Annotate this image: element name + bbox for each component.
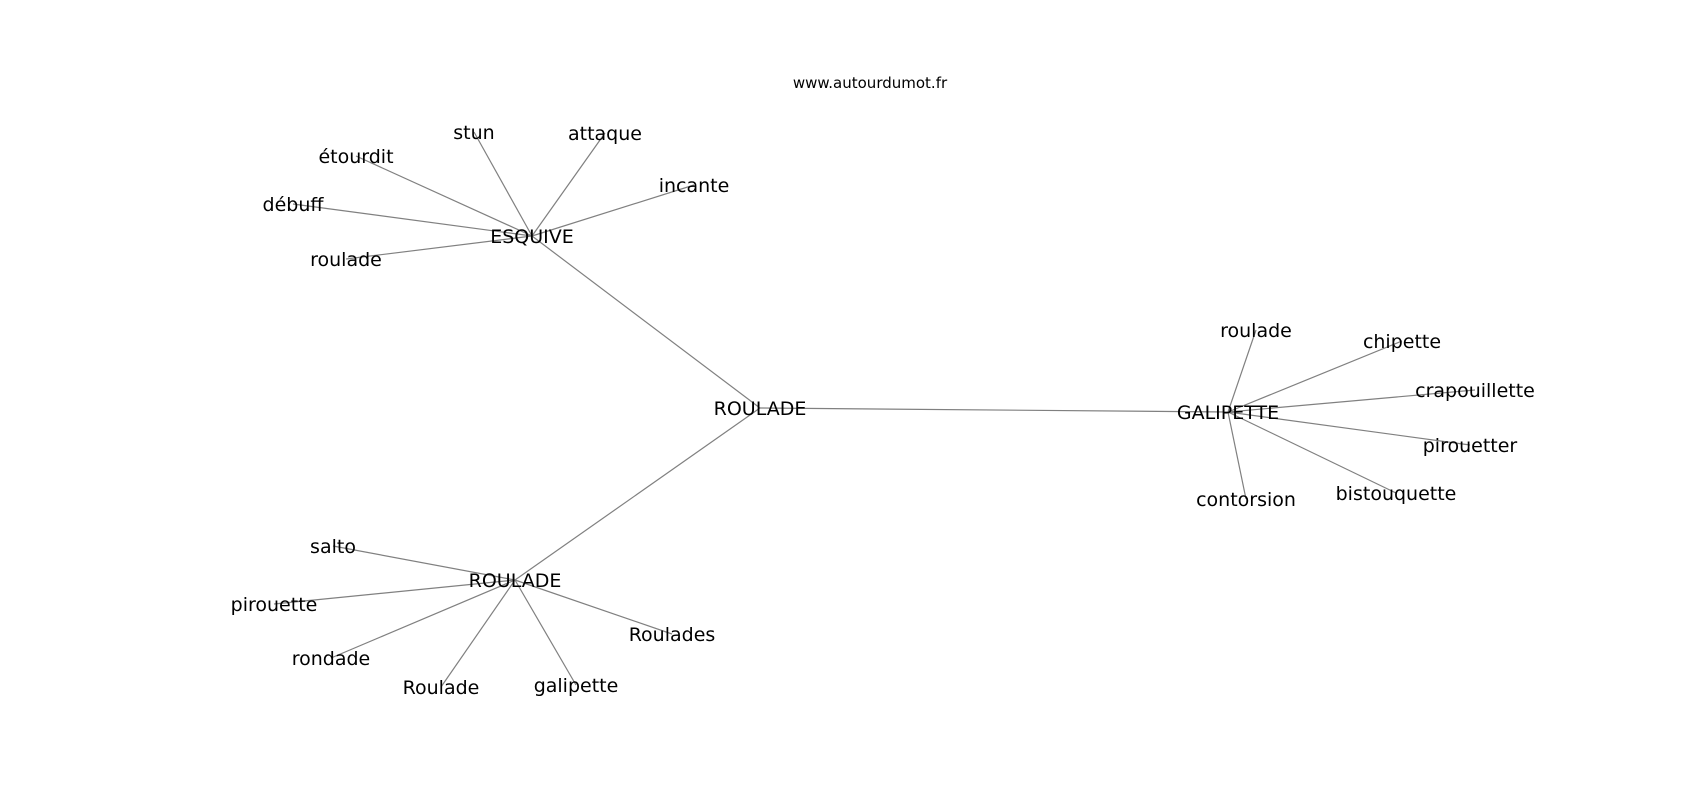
edge-roulade2-leaf — [332, 545, 516, 581]
leaf-node-label: roulade — [310, 249, 382, 271]
leaf-node-label: débuff — [263, 194, 325, 216]
leaf-node-label: incante — [659, 175, 730, 197]
edge-galipette-leaf — [1227, 340, 1403, 413]
edge-galipette-leaf — [1227, 389, 1476, 413]
graph-edges — [273, 131, 1476, 688]
edge-esquive-leaf — [355, 155, 533, 237]
edge-esquive-leaf — [345, 235, 533, 260]
edge-galipette-leaf — [1227, 411, 1471, 446]
leaf-node-label: étourdit — [318, 146, 393, 168]
edge-esquive-leaf — [292, 203, 533, 237]
edge-root-roulade2 — [514, 407, 761, 581]
leaf-node-label: bistouquette — [1336, 483, 1457, 505]
leaf-node-label: galipette — [534, 675, 619, 697]
leaf-node-label: Roulades — [629, 624, 716, 646]
leaf-node-label: chipette — [1363, 331, 1441, 353]
leaf-node-label: contorsion — [1196, 489, 1296, 511]
leaf-node-label: stun — [453, 122, 494, 144]
edge-root-esquive — [531, 235, 761, 409]
leaf-node-label: pirouette — [231, 594, 318, 616]
leaf-node-label: roulade — [1220, 320, 1292, 342]
leaf-node-label: attaque — [568, 123, 642, 145]
edge-roulade2-leaf — [514, 579, 673, 635]
leaf-node-label: crapouillette — [1415, 380, 1535, 402]
edge-roulade2-leaf — [440, 579, 516, 688]
edge-root-galipette — [759, 407, 1229, 413]
leaf-node-label: salto — [310, 536, 356, 558]
edge-roulade2-leaf — [273, 579, 516, 605]
edge-roulade2-leaf — [514, 579, 577, 686]
hub-node-label: ROULADE — [469, 570, 562, 592]
leaf-node-label: rondade — [292, 648, 371, 670]
edge-galipette-leaf — [1227, 411, 1397, 494]
edge-galipette-leaf — [1227, 411, 1247, 500]
leaf-node-label: Roulade — [403, 677, 480, 699]
hub-node-label: GALIPETTE — [1177, 402, 1279, 424]
graph-labels: www.autourdumot.fr ROULADE ESQUIVE stun att… — [231, 74, 1535, 699]
edge-esquive-leaf — [531, 184, 695, 237]
edge-galipette-leaf — [1227, 329, 1257, 413]
edge-roulade2-leaf — [330, 579, 516, 659]
edge-esquive-leaf — [473, 131, 533, 237]
root-node-label: ROULADE — [714, 398, 807, 420]
hub-node-label: ESQUIVE — [490, 226, 574, 248]
source-watermark: www.autourdumot.fr — [793, 74, 948, 92]
leaf-node-label: pirouetter — [1423, 435, 1518, 457]
edge-esquive-leaf — [531, 132, 606, 237]
